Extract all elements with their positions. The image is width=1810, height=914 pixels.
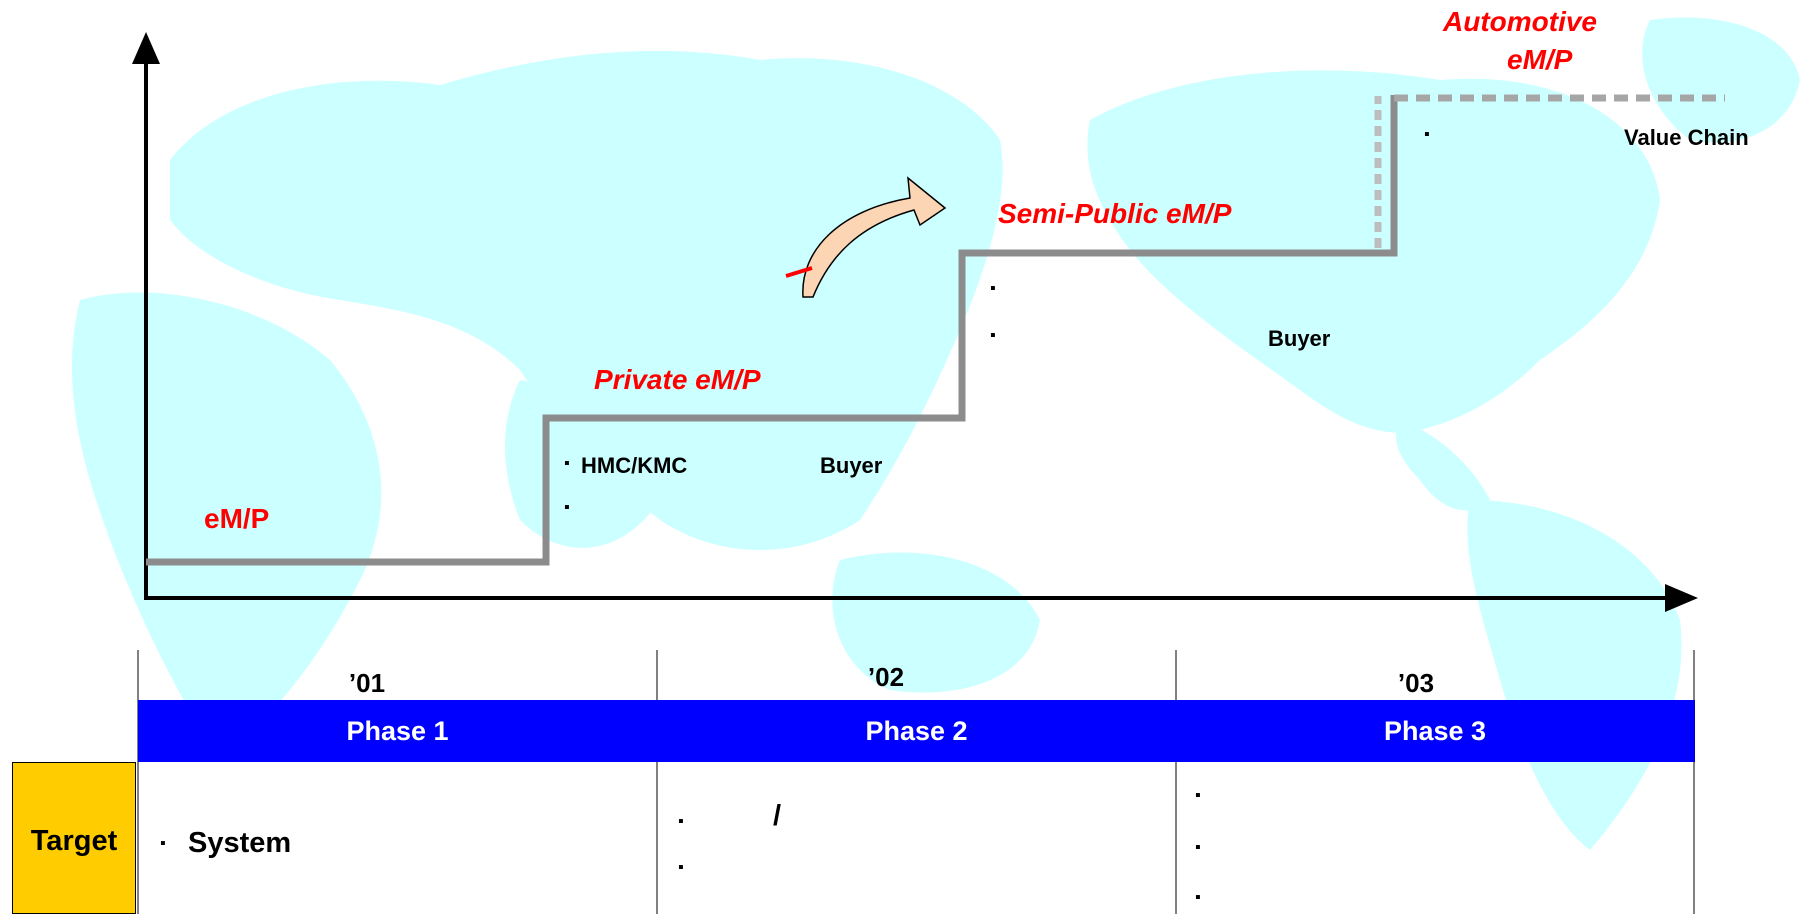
- note-buyer-private: Buyer: [820, 453, 883, 478]
- bullet-icon: ▪: [990, 280, 996, 297]
- x-axis-arrowhead: [1665, 584, 1698, 612]
- target-phase1-item: System: [188, 827, 292, 859]
- bullet-icon: ▪: [990, 327, 996, 344]
- phase-bar-2: Phase 2: [657, 700, 1177, 762]
- note-buyer-semi: Buyer: [1268, 326, 1331, 351]
- stage-label-automotive-line1: Automotive: [1443, 6, 1597, 37]
- world-map-background: [71, 17, 1800, 850]
- bullet-icon: ▪: [1195, 787, 1201, 804]
- target-label: Target: [30, 825, 118, 857]
- bullet-icon: ▪: [678, 859, 684, 876]
- year-label-02: ’02: [867, 662, 905, 692]
- bullet-icon: ▪: [564, 455, 570, 472]
- map-europe-asia: [170, 50, 1003, 550]
- target-phase2-slash: /: [773, 800, 782, 832]
- stage-label-automotive-line2: eM/P: [1507, 44, 1573, 75]
- y-axis-arrowhead: [132, 32, 160, 64]
- bullet-icon: ▪: [564, 499, 570, 516]
- stage-label-semi-public: Semi-Public eM/P: [998, 198, 1232, 229]
- bullet-icon: ▪: [1195, 889, 1201, 906]
- note-hmc-kmc: HMC/KMC: [581, 453, 688, 478]
- transition-arrow: [785, 176, 947, 298]
- phase-bar-3: Phase 3: [1176, 700, 1695, 762]
- timeline-separators: [137, 650, 1695, 914]
- phase-label-3: Phase 3: [1383, 716, 1487, 746]
- step-line: [146, 95, 1398, 566]
- bullet-icon: ▪: [1424, 126, 1430, 143]
- map-central-america: [1396, 420, 1490, 511]
- bullet-icon: ▪: [1195, 839, 1201, 856]
- year-label-03: ’03: [1397, 668, 1435, 698]
- target-header-cell: Target: [12, 762, 136, 914]
- map-south-america: [1467, 500, 1682, 850]
- phase-label-2: Phase 2: [865, 716, 968, 746]
- axes: [132, 32, 1698, 612]
- stage-label-private: Private eM/P: [594, 364, 761, 395]
- note-value-chain: Value Chain: [1624, 125, 1749, 150]
- curved-arrow-icon: [802, 176, 947, 298]
- year-label-01: ’01: [348, 668, 386, 698]
- phase-bar-1: Phase 1: [138, 700, 658, 762]
- bullet-icon: ▪: [160, 835, 166, 852]
- map-africa: [71, 292, 382, 760]
- stage-label-em-p: eM/P: [204, 503, 270, 534]
- phase-label-1: Phase 1: [346, 716, 449, 746]
- red-slash-mark: [785, 266, 813, 278]
- map-australia: [832, 552, 1040, 693]
- bullet-icon: ▪: [678, 813, 684, 830]
- map-greenland: [1642, 17, 1800, 143]
